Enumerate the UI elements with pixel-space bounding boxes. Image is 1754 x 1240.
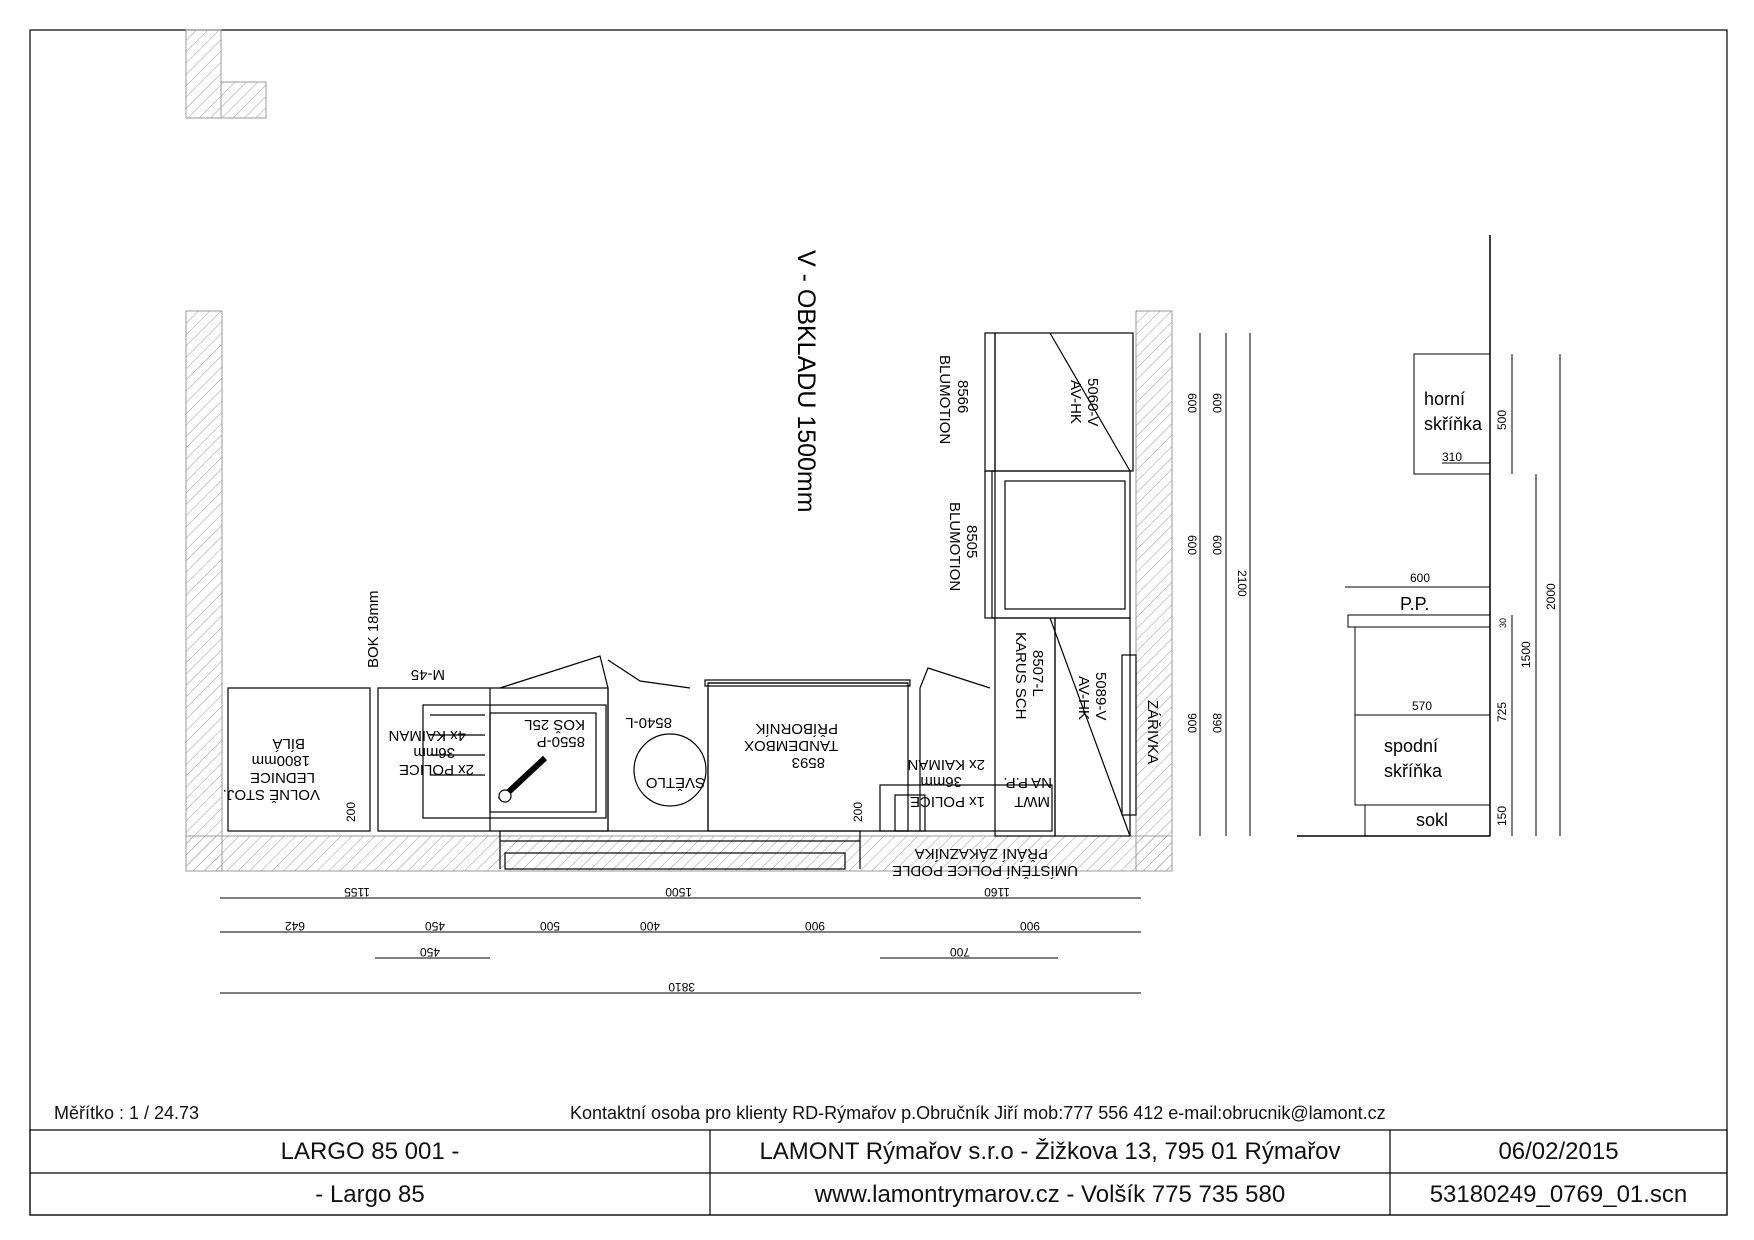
title-block-web: www.lamontrymarov.cz - Volšík 775 735 58…: [814, 1180, 1286, 1208]
label-tandembox-3: PŘÍBORNÍK: [755, 720, 838, 737]
sheet-border: [29, 29, 1728, 1216]
dim-700: 700: [950, 945, 970, 959]
label-tandembox-2: TANDEMBOX: [744, 737, 838, 754]
label-umisteni-1: UMÍSTĚNÍ POLICE PODLE: [892, 862, 1078, 879]
title-block-company: LAMONT Rýmařov s.r.o - Žižkova 13, 795 0…: [759, 1138, 1341, 1165]
label-8507-b: KARUS SCH: [1012, 632, 1029, 720]
label-fridge-1: VOLNĚ STOJ.: [223, 786, 320, 803]
label-5089-b: AV-HK: [1075, 676, 1092, 720]
dim-side-2100: 2100: [1235, 570, 1249, 597]
dim-310: 310: [1442, 450, 1462, 464]
dim-500: 500: [540, 919, 560, 933]
title-block-project: LARGO 85 001 -: [280, 1138, 460, 1165]
label-skrinka-top: skříňka: [1424, 414, 1483, 434]
label-mwt: MWT: [1014, 793, 1050, 810]
room-walls: [185, 310, 1173, 872]
title-block-grid: [29, 1129, 1728, 1216]
dim-1155: 1155: [344, 885, 370, 899]
label-fridge-2: LEDNICE: [250, 769, 315, 786]
label-umisteni-2: PŘÁNÍ ZÁKAZNÍKA: [915, 845, 1048, 862]
label-fridge-4: BÍLÁ: [272, 735, 305, 752]
dim-3810: 3810: [668, 980, 695, 994]
label-5060-b: AV-HK: [1067, 380, 1084, 424]
label-svetlo: SVĚTLO: [646, 774, 705, 791]
dim-2000: 2000: [1544, 583, 1558, 610]
label-8566: 8566: [954, 380, 971, 413]
wall-fragment-top: [185, 29, 267, 119]
dim-450-b: 450: [420, 945, 440, 959]
label-36mm-b: 36mm: [920, 773, 962, 790]
dim-side-600-d: 600: [1210, 535, 1224, 555]
plan-labels: VOLNĚ STOJ. LEDNICE 1800mm BÍLÁ BOK 18mm…: [223, 355, 1161, 879]
dim-side-900: 900: [1185, 713, 1199, 733]
contact-note: Kontaktní osoba pro klienty RD-Rýmařov p…: [570, 1103, 1386, 1123]
label-tandembox: 8593: [792, 754, 825, 771]
dim-1500: 1500: [665, 885, 692, 899]
dim-900-b: 900: [1020, 919, 1040, 933]
dim-side-600-c: 600: [1210, 393, 1224, 413]
title-block-file: 53180249_0769_01.scn: [1429, 1180, 1688, 1208]
dim-side-600-a: 600: [1185, 393, 1199, 413]
label-8507: 8507-L: [1029, 650, 1046, 697]
label-horni: horní: [1424, 389, 1465, 409]
dim-725: 725: [1495, 702, 1509, 722]
dim-600-s: 600: [1410, 571, 1430, 585]
title-block-model: - Largo 85: [315, 1180, 425, 1208]
label-skrinka-bottom: skříňka: [1384, 761, 1443, 781]
label-kos-2: KOŠ 25L: [524, 716, 585, 733]
scale-note: Měřítko : 1 / 24.73: [54, 1103, 200, 1123]
label-8566-b: BLUMOTION: [936, 355, 953, 444]
label-8505: 8505: [963, 525, 980, 558]
label-200-a: 200: [344, 802, 358, 822]
label-kaiman-4x: 4x KAIMAN: [388, 727, 466, 744]
label-36mm-a: 36mm: [413, 744, 455, 761]
label-8505-b: BLUMOTION: [946, 502, 963, 591]
dim-642: 642: [285, 919, 305, 933]
plan-dimension-texts: 1155 1500 1160 642 450 500 400 900 900 4…: [285, 393, 1249, 994]
label-200-b: 200: [851, 802, 865, 822]
plan-dimension-lines: [220, 333, 1251, 994]
dim-1500-s: 1500: [1519, 641, 1533, 668]
section-labels: horní skříňka 310 500 600 P.P. 30 2000 1…: [1384, 389, 1558, 830]
dim-570: 570: [1412, 699, 1432, 713]
label-police-2x: 2x POLICE: [399, 761, 474, 778]
dim-30: 30: [1498, 618, 1508, 628]
label-5060: 5060-V: [1084, 378, 1101, 426]
dim-400: 400: [640, 919, 660, 933]
label-bok: BOK 18mm: [365, 590, 382, 668]
label-police-1x: 1x POLICE: [910, 793, 985, 810]
label-zarivka: ZÁŘIVKA: [1144, 700, 1161, 764]
dim-450: 450: [425, 919, 445, 933]
label-kos: 8550-P: [537, 733, 585, 750]
plan-furniture: [227, 332, 1137, 870]
label-kaiman-2x: 2x KAIMAN: [907, 756, 985, 773]
dim-side-600-b: 600: [1185, 535, 1199, 555]
label-na-pp: NA P.P.: [1003, 774, 1052, 791]
label-spodni: spodní: [1384, 736, 1438, 756]
dim-900-a: 900: [805, 919, 825, 933]
wall-tile-note: V - OBKLADU 1500mm: [792, 250, 820, 513]
dim-500-s: 500: [1495, 410, 1509, 430]
dim-1160: 1160: [984, 885, 1010, 899]
label-m45: M-45: [411, 666, 445, 683]
label-sokl: sokl: [1416, 810, 1448, 830]
label-pp: P.P.: [1400, 594, 1429, 614]
dim-150: 150: [1495, 806, 1509, 826]
title-block-date: 06/02/2015: [1498, 1138, 1619, 1165]
label-fridge-3: 1800mm: [252, 752, 310, 769]
label-5089: 5089-V: [1092, 672, 1109, 720]
label-8540: 8540-L: [625, 714, 672, 731]
section-view: [1297, 235, 1561, 837]
dim-side-890: 890: [1210, 713, 1224, 733]
